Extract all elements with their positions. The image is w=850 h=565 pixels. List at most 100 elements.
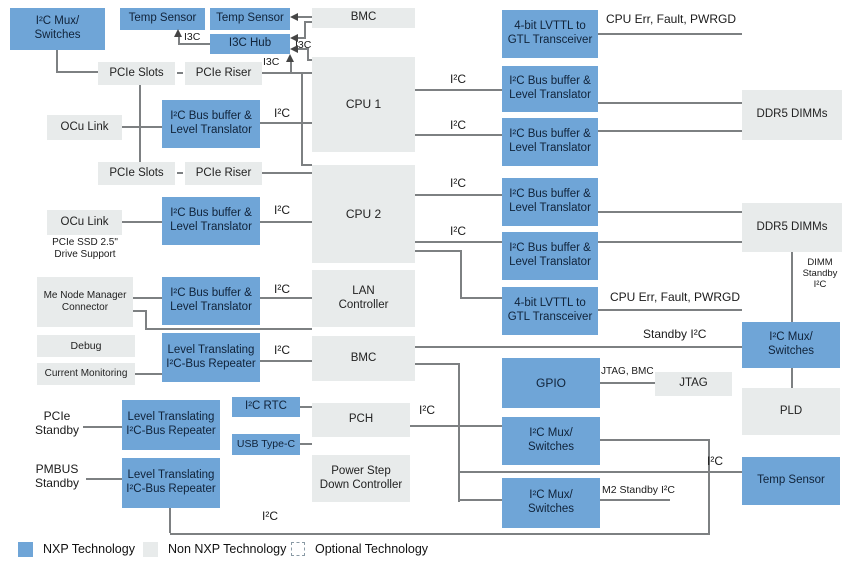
connector-line [791, 252, 793, 322]
connector-line [122, 126, 162, 128]
connector-line [260, 221, 312, 223]
connector-line [83, 426, 122, 428]
box-mux-2: I²C Mux/ Switches [502, 417, 600, 465]
box-usb-type-c: USB Type-C [232, 434, 300, 455]
box-me-node-manager: Me Node Manager Connector [37, 277, 133, 327]
connector-line [297, 48, 308, 50]
connector-line [170, 533, 710, 535]
box-mux-right: I²C Mux/ Switches [742, 322, 840, 368]
connector-line [458, 363, 460, 502]
arrowhead-left-icon [290, 45, 298, 53]
bus-label-pmbus-standby: PMBUS Standby [34, 462, 80, 490]
connector-line [290, 59, 292, 73]
connector-line [458, 499, 502, 501]
connector-line [415, 363, 460, 365]
bus-label-pcie-standby: PCIe Standby [34, 409, 80, 437]
connector-line [598, 130, 742, 132]
box-gpio: GPIO [502, 358, 600, 408]
connector-line [145, 328, 312, 330]
connector-line [56, 50, 58, 73]
connector-line [122, 221, 162, 223]
legend-label: Optional Technology [315, 542, 429, 556]
box-bmc-top: BMC [312, 8, 415, 28]
connector-line [708, 439, 710, 535]
connector-line [415, 241, 502, 243]
box-pcie-slots-2: PCIe Slots [98, 162, 175, 185]
connector-line [300, 406, 312, 408]
box-bus-buffer-left-3: I²C Bus buffer & Level Translator [162, 277, 260, 325]
connector-line [133, 297, 162, 299]
box-gtl-transceiver-1: 4-bit LVTTL to GTL Transceiver [502, 10, 598, 58]
connector-line [260, 297, 312, 299]
connector-line [178, 43, 210, 45]
connector-line [296, 37, 305, 39]
box-jtag: JTAG [655, 372, 732, 396]
box-lan-controller: LAN Controller [312, 270, 415, 327]
box-bus-buffer-right-4: I²C Bus buffer & Level Translator [502, 232, 598, 280]
connector-line [139, 85, 141, 162]
connector-line [135, 373, 162, 375]
connector-line [260, 122, 312, 124]
connector-line [598, 33, 742, 35]
box-cpu-2: CPU 2 [312, 165, 415, 263]
connector-line [415, 250, 462, 252]
bus-label-i3c-into-hub: I3C [295, 39, 312, 51]
box-pld: PLD [742, 388, 840, 435]
bus-label-i2c-rep1: I²C [274, 343, 290, 357]
connector-line [410, 425, 502, 427]
legend-item-nxp: NXP Technology [18, 540, 135, 558]
connector-line [307, 59, 312, 61]
box-bus-buffer-right-3: I²C Bus buffer & Level Translator [502, 178, 598, 226]
legend-swatch-plain-icon [143, 541, 158, 557]
bus-label-i2c-buf-l1: I²C [274, 106, 290, 120]
connector-line [145, 310, 147, 329]
bus-label-pcie-ssd-note: PCIe SSD 2.5" Drive Support [52, 237, 118, 260]
box-pcie-riser-2: PCIe Riser [185, 162, 262, 185]
connector-line [305, 21, 312, 23]
bus-label-i2c-buf-l2: I²C [274, 203, 290, 217]
bus-label-i2c-cpu2-b: I²C [450, 224, 466, 238]
connector-line [600, 382, 655, 384]
legend-swatch-nxp-icon [18, 541, 33, 557]
box-temp-sensor-1: Temp Sensor [120, 8, 205, 30]
connector-line [460, 250, 462, 299]
box-bus-buffer-right-1: I²C Bus buffer & Level Translator [502, 66, 598, 112]
box-bus-buffer-left-1: I²C Bus buffer & Level Translator [162, 100, 260, 148]
connector-line [598, 102, 742, 104]
box-ddr5-dimms-1: DDR5 DIMMs [742, 90, 842, 140]
box-pch: PCH [312, 403, 410, 437]
bus-label-m2-standby-i2c: M2 Standby I²C [602, 484, 675, 496]
bus-label-i2c-bottom-bus: I²C [262, 509, 278, 523]
legend-item-plain: Non NXP Technology [143, 540, 286, 558]
box-i2c-rtc: I²C RTC [232, 397, 300, 417]
box-bmc-2: BMC [312, 336, 415, 381]
box-debug: Debug [37, 335, 135, 357]
connector-line [301, 164, 312, 166]
box-cpu-1: CPU 1 [312, 57, 415, 152]
bus-label-standby-i2c: Standby I²C [643, 327, 707, 341]
connector-line [415, 194, 502, 196]
bus-label-i2c-buf-l3: I²C [274, 282, 290, 296]
box-ocu-link-2: OCu Link [47, 210, 122, 235]
connector-line [460, 297, 502, 299]
bus-label-i2c-pch: I²C [419, 403, 435, 417]
box-mux-3: I²C Mux/ Switches [502, 478, 600, 528]
connector-line [178, 35, 180, 45]
legend-label: NXP Technology [43, 542, 135, 556]
connector-line [415, 346, 742, 348]
connector-line [458, 471, 742, 473]
box-ddr5-dimms-2: DDR5 DIMMs [742, 203, 842, 252]
box-temp-sensor-2: Temp Sensor [210, 8, 290, 30]
arrowhead-left-icon [290, 34, 298, 42]
arrowhead-up-icon [286, 54, 294, 62]
box-pcie-riser-1: PCIe Riser [185, 62, 262, 85]
connector-line [86, 478, 122, 480]
connector-line [169, 508, 171, 533]
connector-line [133, 310, 147, 312]
box-repeater-2: Level Translating I²C-Bus Repeater [122, 400, 220, 450]
connector-line [598, 211, 742, 213]
connector-line [260, 360, 312, 362]
connector-line [598, 241, 742, 243]
bus-label-i3c-riser-bus: I3C [263, 56, 280, 68]
